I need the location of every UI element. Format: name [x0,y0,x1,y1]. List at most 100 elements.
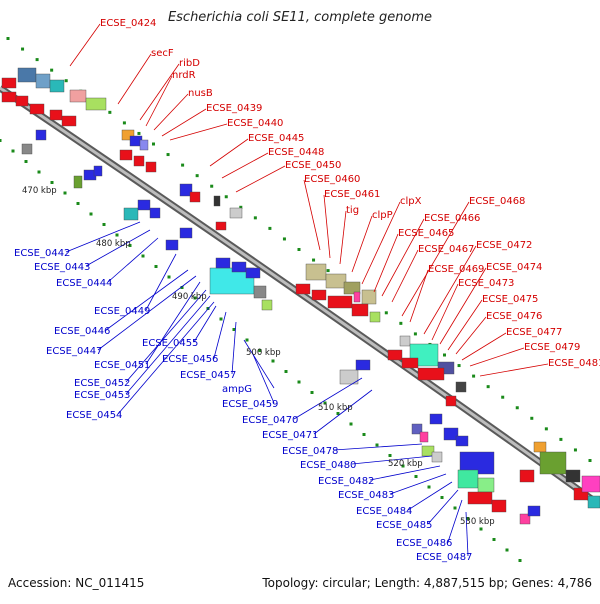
tick-mark [108,110,112,114]
feature-box [477,477,495,493]
tick-mark [271,359,275,363]
feature-box [145,161,157,173]
gene-label-top: clpX [400,196,422,207]
feature-box [15,95,29,107]
leader-line [169,123,228,141]
tick-mark [515,406,519,410]
tick-mark [530,416,534,420]
tick-mark [122,121,126,125]
tick-mark [35,58,39,62]
gene-label-top: ECSE_0468 [469,196,525,207]
feature-box [133,155,145,167]
leader-line [193,305,217,343]
leader-line [361,201,401,285]
gene-label-top: ECSE_0474 [486,262,542,273]
gene-label-top: tig [346,205,359,216]
leader-line [479,363,549,377]
gene-label-bottom: ECSE_0486 [396,538,452,549]
leader-line [221,152,269,179]
feature-box [519,513,531,525]
gene-label-bottom: ECSE_0455 [142,338,198,349]
gene-label-bottom: ECSE_0446 [54,326,110,337]
leader-line [381,218,425,297]
tick-mark [349,422,353,426]
gene-label-top: ECSE_0440 [227,118,283,129]
tick-mark [21,47,25,51]
gene-label-top: ECSE_0460 [304,174,360,185]
feature-box [387,349,403,361]
scale-label: 520 kbp [388,459,423,469]
leader-line [145,281,201,365]
gene-label-bottom: ECSE_0442 [14,248,70,259]
gene-label-bottom: ECSE_0447 [46,346,102,357]
tick-mark [492,538,496,541]
tick-mark [89,212,93,216]
leader-line [323,194,331,259]
tick-mark [268,226,272,230]
tick-mark [457,364,461,368]
gene-labels-layer: ECSE_0424secFribDnrdRnusBECSE_0439ECSE_0… [14,18,600,563]
leader-line [107,237,159,283]
feature-box [245,267,261,279]
tick-mark [505,548,509,552]
feature-box [119,149,133,161]
leader-line [369,465,441,481]
tick-mark [115,233,119,237]
scale-label: 510 kbp [318,403,353,413]
tick-mark [312,258,316,262]
feature-box [149,207,161,219]
gene-label-top: clpP [372,210,393,221]
gene-label-top: ECSE_0466 [424,213,480,224]
feature-box [527,505,541,517]
leader-line [389,473,447,495]
feature-box [35,129,47,141]
tick-mark [443,353,446,357]
leader-line [333,443,423,451]
feature-box [429,413,443,425]
tick-mark [224,195,228,199]
feature-box [455,381,467,393]
gene-label-bottom: ECSE_0454 [66,410,122,421]
tick-mark [76,202,80,205]
leader-line [105,269,189,331]
feature-box [215,221,227,231]
tick-mark [427,485,431,489]
feature-box [353,291,361,303]
gene-label-bottom: ECSE_0451 [94,360,150,371]
feature-box [411,423,423,435]
gene-label-bottom: ECSE_0459 [222,399,278,410]
leader-line [251,351,275,404]
feature-box [229,207,243,219]
scale-label: 480 kbp [96,239,131,249]
tick-mark [588,459,592,462]
feature-box [49,79,65,93]
leader-line [351,215,373,273]
gene-label-bottom: ECSE_0471 [262,430,318,441]
gene-label-bottom: ampG [222,384,252,395]
tick-mark [336,412,340,415]
feature-box [123,207,139,221]
leader-line [213,311,227,359]
tick-mark [232,328,236,331]
feature-box [457,469,479,489]
feature-box [179,183,193,197]
feature-box [491,499,507,513]
tick-mark [245,338,249,342]
gene-label-bottom: ECSE_0478 [282,446,338,457]
leader-line [439,267,487,345]
feature-box [85,97,107,111]
feature-box [581,475,600,493]
gene-label-top: ECSE_0469 [428,264,484,275]
feature-box [361,289,377,305]
scale-label: 500 kbp [246,348,281,358]
gene-label-top: ECSE_0461 [324,189,380,200]
feature-box [587,495,600,509]
feature-box [295,283,311,295]
gene-label-top: secF [151,48,174,59]
tick-mark [284,370,288,373]
gene-label-bottom: ECSE_0480 [300,460,356,471]
feature-box [69,89,87,103]
leader-line [69,23,101,67]
leader-line [409,269,429,323]
